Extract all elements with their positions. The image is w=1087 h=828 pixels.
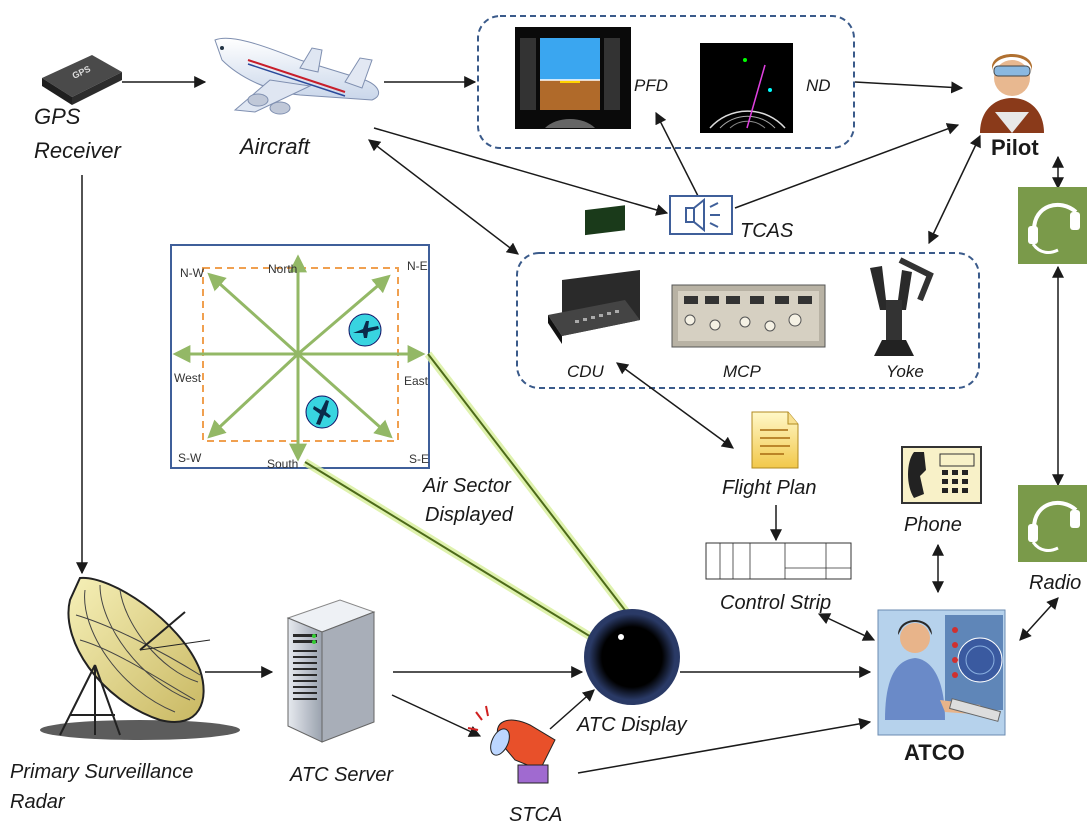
tcas-speaker-icon	[669, 195, 733, 235]
aircraft-label: Aircraft	[240, 134, 310, 159]
sector-dir-sw: S-W	[178, 451, 202, 465]
aircraft-icon	[214, 37, 380, 115]
stca-alarm-icon	[467, 705, 556, 784]
psr-label-line1: Primary Surveillance	[10, 761, 194, 783]
phone-label: Phone	[904, 514, 962, 536]
gps-label-line1: GPS	[34, 104, 81, 129]
pfd-display-icon	[515, 27, 631, 129]
phone-icon	[901, 446, 982, 504]
flight-plan-label: Flight Plan	[722, 477, 817, 499]
radio-headset-icon-bottom	[1018, 485, 1087, 562]
atc-display-label: ATC Display	[577, 714, 687, 736]
atc-display-radar-icon	[584, 609, 680, 705]
flight-plan-document-icon	[751, 411, 799, 469]
pfd-label: PFD	[634, 76, 668, 95]
cdu-icon	[548, 205, 640, 344]
atc-server-label: ATC Server	[290, 764, 393, 786]
sector-dir-north: North	[268, 262, 298, 276]
yoke-icon	[870, 257, 934, 356]
sector-dir-ne: N-E	[407, 259, 428, 273]
pilot-label: Pilot	[991, 135, 1039, 160]
sector-dir-east: East	[404, 374, 429, 388]
cockpit-displays-group	[477, 15, 855, 149]
air-sector-panel	[170, 244, 430, 469]
sector-plane-icon-1	[348, 313, 382, 347]
sector-dir-nw: N-W	[180, 266, 204, 280]
mcp-icon	[671, 284, 826, 348]
sector-to-display-highlight	[302, 351, 635, 644]
atc-server-icon	[286, 599, 376, 743]
primary-surveillance-radar-icon	[40, 576, 240, 740]
sector-dir-west: West	[174, 371, 202, 385]
control-strip-label: Control Strip	[720, 592, 832, 614]
cockpit-controls-group	[516, 252, 980, 389]
control-strip-icon	[705, 542, 852, 580]
mcp-label: MCP	[723, 362, 761, 381]
gps-receiver-icon: GPS	[42, 55, 122, 105]
air-sector-label-line2: Displayed	[425, 504, 513, 526]
radio-label: Radio	[1029, 572, 1082, 594]
atco-controller-icon	[877, 609, 1006, 736]
radio-headset-icon-top	[1018, 187, 1087, 264]
yoke-label: Yoke	[886, 362, 924, 381]
sector-dir-se: S-E	[409, 452, 430, 466]
nd-display-icon	[700, 43, 793, 133]
sector-dir-south: South	[267, 457, 299, 471]
psr-label-line2: Radar	[10, 791, 65, 813]
air-sector-label-line1: Air Sector	[423, 475, 511, 497]
tcas-label: TCAS	[740, 220, 794, 242]
sector-plane-icon-2	[305, 395, 339, 429]
atco-label: ATCO	[904, 740, 965, 765]
stca-label: STCA	[509, 804, 563, 826]
pilot-icon	[980, 54, 1044, 133]
gps-label-line2: Receiver	[34, 138, 121, 163]
connector-arrows	[76, 76, 1064, 774]
nd-label: ND	[806, 76, 831, 95]
cdu-label: CDU	[567, 362, 604, 381]
